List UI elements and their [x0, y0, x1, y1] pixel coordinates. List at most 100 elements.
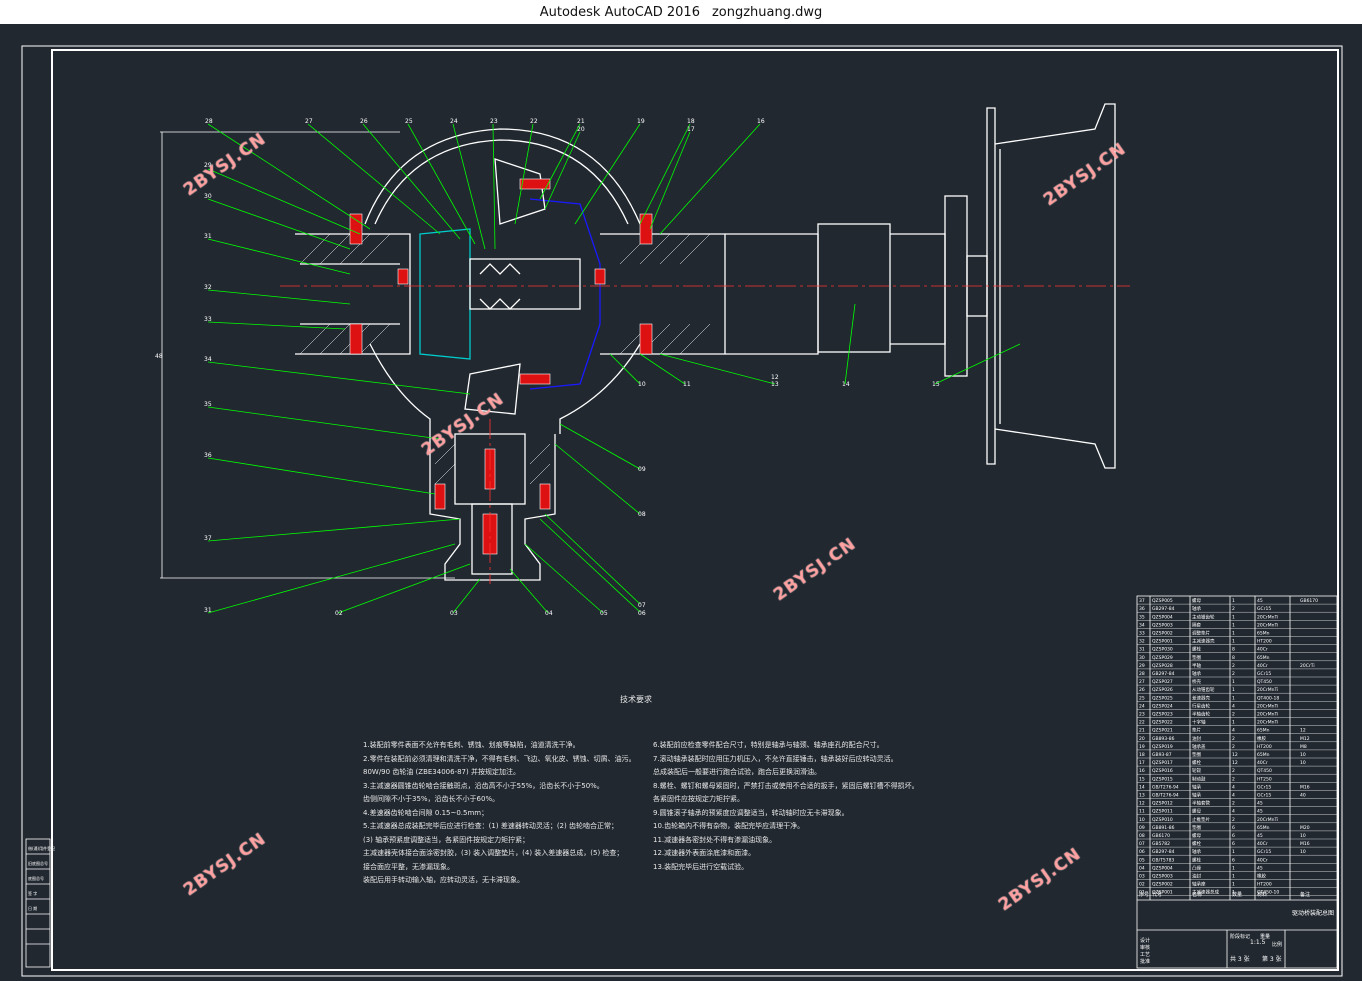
bom-cell: 40Cr — [1257, 857, 1268, 863]
callout-label: 29 — [204, 162, 212, 169]
overall-dimension — [160, 131, 455, 579]
app-title: Autodesk AutoCAD 2016 — [539, 4, 700, 20]
bom-cell: QZSP001 — [1152, 890, 1173, 896]
callout-label: 16 — [757, 118, 765, 125]
bom-cell: 17 — [1139, 760, 1145, 766]
bom-cell: 2 — [1232, 712, 1235, 718]
bom-cell: 45 — [1257, 809, 1263, 815]
bom-cell: 45 — [1257, 833, 1263, 839]
bom-cell: M12 — [1300, 736, 1310, 742]
bom-cell: 45 — [1257, 598, 1263, 604]
note-line: 总成装配后一般要进行跑合试验，跑合后更换润滑油。 — [653, 768, 821, 776]
bom-cell: 螺栓 — [1192, 856, 1201, 863]
bom-cell: GB5782 — [1152, 841, 1170, 847]
bom-cell: 20CrMnTi — [1257, 817, 1278, 823]
bom-cell: 2 — [1232, 768, 1235, 774]
bom-cell: 1 — [1232, 598, 1235, 604]
note-line: 齿侧间隙不小于35%，沿齿长不小于60%。 — [363, 795, 500, 803]
bom-cell: M16 — [1300, 784, 1310, 790]
callout-label: 07 — [638, 602, 646, 609]
bom-cell: 40Cr — [1257, 663, 1268, 669]
note-line: 3.主减速器圆锥齿轮啮合接触斑点，沿齿高不小于55%，沿齿长不小于50%。 — [363, 781, 604, 790]
bom-cell: GB/T276-94 — [1152, 793, 1179, 799]
bom-cell: GCr15 — [1257, 671, 1271, 677]
title-block-role: 批准 — [1140, 958, 1150, 965]
bom-cell: 油封 — [1192, 873, 1201, 880]
bom-cell: 1 — [1232, 882, 1235, 888]
bom-cell: 11 — [1139, 809, 1145, 815]
bom-cell: 35 — [1139, 614, 1145, 620]
bom-header-cell: 代号 — [1152, 891, 1162, 898]
strip-label: 借(通)用件登记 — [28, 845, 55, 851]
bom-cell: QZSP005 — [1152, 598, 1173, 604]
bom-cell: 螺母 — [1192, 832, 1201, 839]
bom-cell: QZSP001 — [1152, 639, 1173, 645]
bom-cell: QZSP012 — [1152, 801, 1173, 807]
bom-cell: 1 — [1232, 865, 1235, 871]
strip-label: 签 字 — [28, 890, 37, 896]
bom-cell: QZSP002 — [1152, 631, 1173, 637]
cad-drawing[interactable]: 48 — [0, 24, 1362, 981]
bom-cell: GB93-87 — [1152, 752, 1172, 758]
bom-cell: QZSP004 — [1152, 614, 1173, 620]
callout-label: 04 — [545, 610, 553, 617]
bom-cell: GB891-86 — [1152, 825, 1175, 831]
note-line: 1.装配前零件表面不允许有毛刺、锈蚀、划痕等缺陷，油道清洗干净。 — [363, 741, 580, 749]
bom-cell: 45 — [1257, 865, 1263, 871]
bom-cell: 10 — [1300, 760, 1306, 766]
bom-cell: 差速器壳 — [1192, 694, 1210, 701]
drawing-canvas[interactable]: 48 — [0, 24, 1362, 981]
bom-cell: GB/T276-94 — [1152, 784, 1179, 790]
bom-cell: 行星齿轮 — [1192, 702, 1210, 709]
left-strip — [25, 838, 51, 968]
bom-cell: 12 — [1232, 752, 1238, 758]
callout-label: 10 — [638, 381, 646, 388]
bom-cell: 20CrMnTi — [1257, 687, 1278, 693]
bom-cell: 20CrTi — [1300, 663, 1315, 669]
bom-cell: 螺母 — [1192, 597, 1201, 604]
bom-cell: QZSP022 — [1152, 720, 1173, 726]
bom-cell: GCr15 — [1257, 606, 1271, 612]
bom-cell: 十字轴 — [1192, 719, 1206, 726]
bom-cell: QT450 — [1257, 768, 1272, 774]
bom-cell: 2 — [1232, 801, 1235, 807]
callout-label: 02 — [335, 610, 343, 617]
bom-cell: 轴承 — [1192, 792, 1201, 799]
bom-cell: HT250 — [1257, 776, 1272, 782]
bom-cell: 1 — [1232, 695, 1235, 701]
bom-cell: GCr15 — [1257, 849, 1271, 855]
note-line: 主减速器壳体接合面涂密封胶，(3) 装入调整垫片，(4) 装入差速器总成，(5)… — [363, 849, 624, 857]
bom-cell: 32 — [1139, 639, 1145, 645]
bom-cell: 螺栓 — [1192, 840, 1201, 847]
bom-cell: 22 — [1139, 720, 1145, 726]
callout-label: 13 — [771, 381, 779, 388]
notes-title: 技术要求 — [620, 695, 652, 704]
bom-cell: 24 — [1139, 703, 1145, 709]
bom-header-cell: 序号 — [1139, 891, 1149, 898]
bom-cell: 07 — [1139, 841, 1145, 847]
bom-cell: QZSP021 — [1152, 728, 1173, 734]
bom-cell: 10 — [1300, 833, 1306, 839]
bom-cell: 05 — [1139, 857, 1145, 863]
scale-value: 1:1.5 — [1250, 939, 1266, 946]
bom-cell: 轴承盖 — [1192, 743, 1206, 750]
callout-label: 28 — [205, 118, 213, 125]
note-line: 12.减速器外表面涂底漆和面漆。 — [653, 849, 756, 857]
bom-cell: 33 — [1139, 631, 1145, 637]
bom-cell: 20 — [1139, 736, 1145, 742]
bom-cell: 12 — [1300, 728, 1306, 734]
bom-cell: QZSP017 — [1152, 760, 1173, 766]
inner-border — [51, 49, 1339, 971]
bom-cell: QZSP010 — [1152, 817, 1173, 823]
bom-cell: QZSP003 — [1152, 874, 1173, 880]
bom-cell: QZSP024 — [1152, 703, 1173, 709]
bom-cell: 主减速器总成 — [1192, 889, 1219, 896]
bom-cell: 螺栓 — [1192, 759, 1201, 766]
drawing-name: 驱动桥装配总图 — [1291, 910, 1334, 917]
callout-label: 11 — [683, 381, 691, 388]
bom-cell: GB297-84 — [1152, 671, 1175, 677]
callout-label: 33 — [204, 316, 212, 323]
bom-cell: 1 — [1232, 622, 1235, 628]
bom-cell: 6 — [1232, 825, 1235, 831]
note-line: 接合面应平整，无渗漏现象。 — [363, 862, 454, 871]
